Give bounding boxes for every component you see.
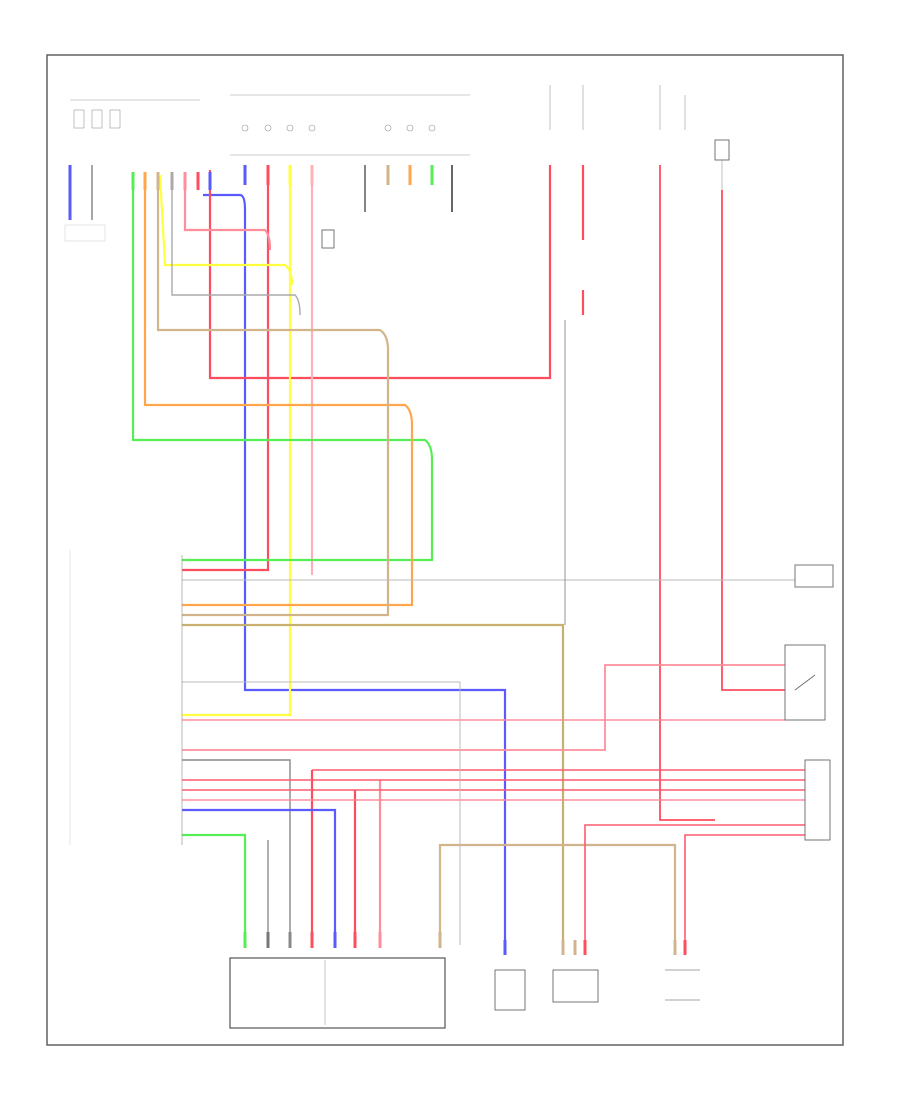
wire-yellow-1 [182, 165, 292, 717]
wire-pink-1 [183, 175, 272, 251]
wire-red-5 [659, 165, 715, 821]
wire-blue [203, 193, 507, 945]
bottom-components [229, 932, 700, 1029]
shift-lock-solenoid [494, 969, 526, 1011]
wires [131, 165, 805, 945]
wire-tan-1 [156, 180, 390, 617]
wire-red-1 [182, 165, 270, 572]
top-left-connector-block [64, 99, 200, 242]
wire-gray-1 [171, 175, 301, 316]
wire-red-2 [208, 165, 552, 380]
wire-red-6 [721, 190, 785, 691]
fuse-box-top [549, 85, 730, 190]
wire-tan-3 [438, 843, 677, 945]
tcm-connector-left [69, 550, 183, 845]
wire-green [131, 180, 434, 562]
speed-sensor-1 [552, 969, 599, 1003]
wire-green-bottom [182, 833, 247, 945]
right-components [784, 564, 834, 841]
wire-pink-right [182, 664, 785, 751]
top-middle-connector [230, 94, 470, 249]
top-pin-stubs [131, 165, 434, 190]
wire-yellow-2 [158, 174, 294, 286]
wire-gray-bottom [182, 759, 291, 945]
diagram-frame [46, 54, 844, 1046]
solenoid-assembly [229, 957, 446, 1029]
wire-orange [143, 180, 414, 607]
wire-tan-2 [182, 623, 565, 945]
wire-blue-bottom [182, 808, 337, 945]
